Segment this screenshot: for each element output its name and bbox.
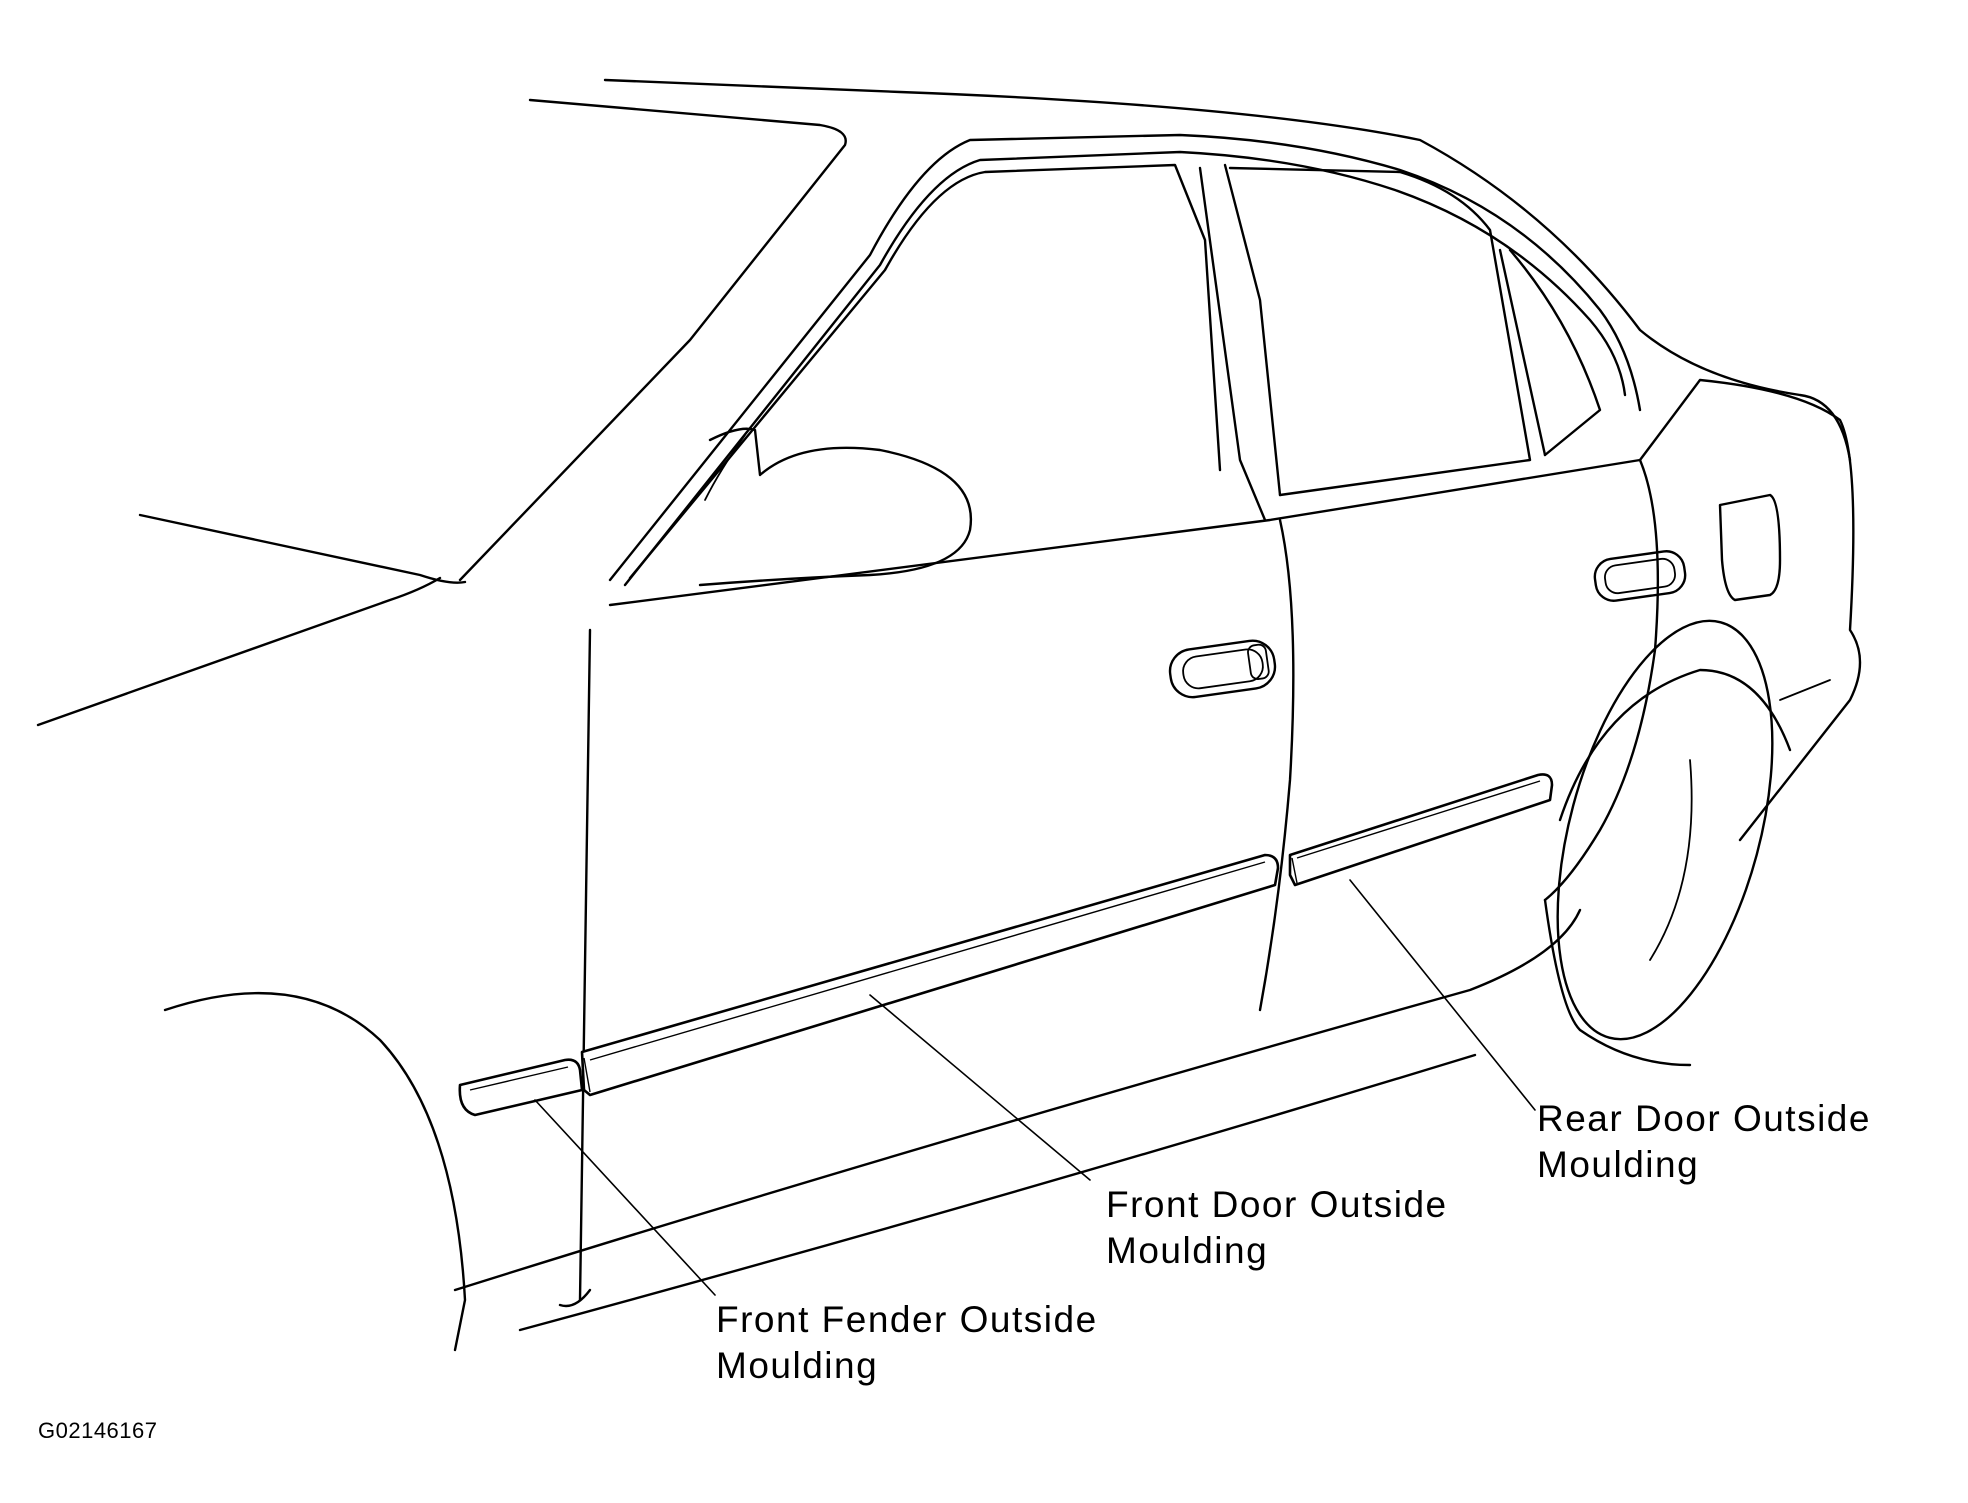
rear-door-moulding-label: Rear Door Outside Moulding: [1537, 1096, 1871, 1188]
figure-id: G02146167: [38, 1418, 158, 1443]
leader-lines: [534, 879, 1536, 1296]
front-door-handle: [1168, 639, 1277, 699]
car-body-outline: [36, 78, 1862, 1352]
front-door-moulding-label: Front Door Outside Moulding: [1106, 1182, 1448, 1274]
rear-door-label-line1: Rear Door Outside: [1537, 1098, 1871, 1139]
rear-door-handle: [1593, 550, 1687, 602]
front-fender-label-line1: Front Fender Outside: [716, 1299, 1098, 1340]
front-door-outside-moulding: [580, 853, 1280, 1097]
front-door-label-line2: Moulding: [1106, 1230, 1269, 1271]
rear-door-outside-moulding: [1288, 773, 1554, 887]
front-fender-label-line2: Moulding: [716, 1345, 879, 1386]
rear-door-label-line2: Moulding: [1537, 1144, 1700, 1185]
front-door-label-line1: Front Door Outside: [1106, 1184, 1448, 1225]
side-mirror: [698, 427, 973, 587]
leader-rear-door: [1349, 879, 1536, 1111]
leader-front-fender: [534, 1099, 716, 1296]
front-fender-moulding-label: Front Fender Outside Moulding: [716, 1297, 1098, 1389]
front-fender-outside-moulding: [458, 1058, 584, 1117]
leader-front-door: [869, 994, 1091, 1181]
